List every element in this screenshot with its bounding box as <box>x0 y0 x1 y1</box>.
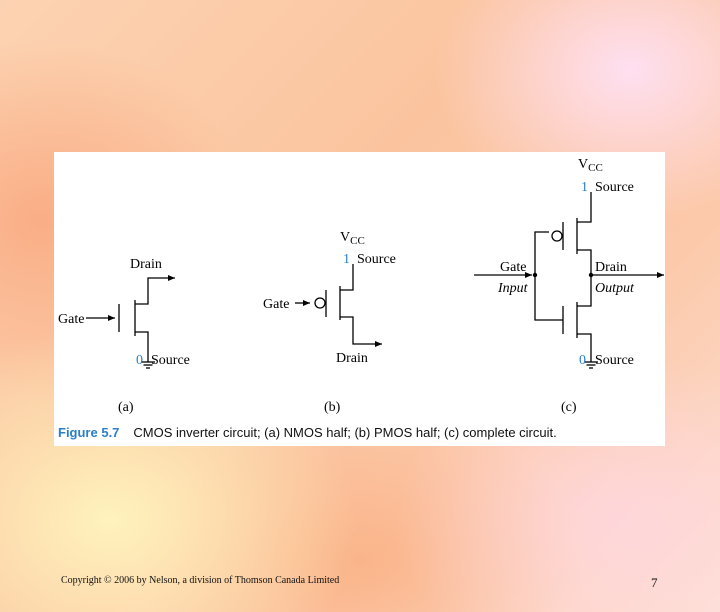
nmos-circuit: Drain Gate 0 Source (a) <box>58 257 190 415</box>
drain-label-a: Drain <box>130 257 162 272</box>
pmos-circuit: VCC 1 Source Gate Drain (b) <box>263 230 396 415</box>
source-value-a: 0 <box>136 353 143 368</box>
caption-b: (b) <box>324 400 341 415</box>
caption-a: (a) <box>118 400 134 415</box>
gate-label-b: Gate <box>263 297 289 312</box>
output-label-c: Output <box>595 281 635 296</box>
input-label-c: Input <box>497 281 529 296</box>
input-wire-top-c <box>534 231 549 275</box>
copyright-notice: Copyright © 2006 by Nelson, a division o… <box>61 575 340 586</box>
page-number: 7 <box>651 575 658 590</box>
figure-caption-text: CMOS inverter circuit; (a) NMOS half; (b… <box>133 425 557 440</box>
source-lead-b <box>340 264 354 291</box>
top-source-label-c: Source <box>595 180 634 195</box>
inversion-bubble-b <box>314 297 326 309</box>
top-source-value-c: 1 <box>581 180 588 195</box>
ground-symbol-a <box>141 361 155 369</box>
ground-symbol-c <box>584 361 598 369</box>
source-lead-pmos-c <box>577 192 592 223</box>
figure-caption: Figure 5.7 CMOS inverter circuit; (a) NMO… <box>58 425 663 440</box>
source-label-a: Source <box>151 353 190 368</box>
cmos-diagram: Drain Gate 0 Source (a) VCC 1 Source Gat… <box>58 157 664 415</box>
source-lead-nmos-c <box>577 333 592 362</box>
vcc-label-b: VCC <box>340 230 365 247</box>
drain-lead-b <box>340 316 382 347</box>
bottom-source-value-c: 0 <box>579 353 586 368</box>
gate-label-a: Gate <box>58 312 84 327</box>
drain-label-b: Drain <box>336 351 368 366</box>
vcc-label-c: VCC <box>578 157 603 174</box>
caption-c: (c) <box>561 400 577 415</box>
drain-lead-nmos-c <box>577 275 592 307</box>
figure-panel: Drain Gate 0 Source (a) VCC 1 Source Gat… <box>54 152 665 446</box>
gate-label-c: Gate <box>500 260 526 275</box>
source-label-b: Source <box>357 252 396 267</box>
figure-number: Figure 5.7 <box>58 425 120 440</box>
drain-label-c: Drain <box>595 260 627 275</box>
drain-lead-pmos-c <box>577 249 592 275</box>
bottom-source-label-c: Source <box>595 353 634 368</box>
inversion-bubble-c <box>551 230 563 242</box>
source-value-b: 1 <box>343 252 350 267</box>
cmos-inverter-circuit: VCC 1 Source Gate Input Drain Output 0 S… <box>474 157 664 415</box>
input-wire-bottom-c <box>534 275 563 321</box>
source-lead-a <box>135 331 149 362</box>
drain-lead-a <box>135 275 175 305</box>
